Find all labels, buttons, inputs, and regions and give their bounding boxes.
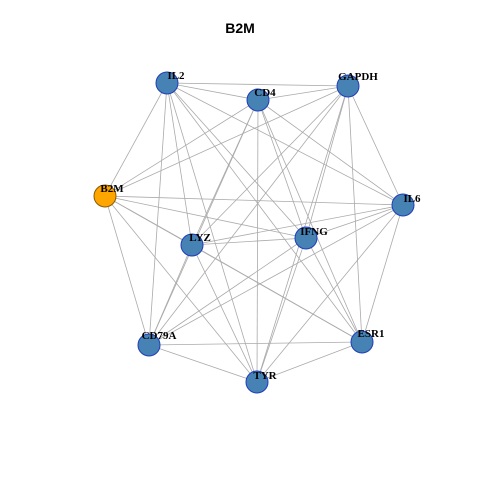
edge-cd4-b2m <box>104 99 259 197</box>
edge-b2m-ifng <box>104 195 307 239</box>
edge-cd4-esr1 <box>257 99 363 343</box>
edge-cd4-il6 <box>257 99 404 206</box>
node-cd4[interactable] <box>246 88 270 112</box>
edge-il2-lyz <box>166 82 193 246</box>
node-tyr[interactable] <box>245 370 269 394</box>
edge-esr1-tyr <box>256 341 363 383</box>
node-label-b2m: B2M <box>100 183 124 195</box>
edge-gapdh-lyz <box>191 85 349 246</box>
edge-il2-cd79a <box>148 82 168 346</box>
node-gapdh[interactable] <box>336 74 360 98</box>
edge-il2-ifng <box>166 82 307 239</box>
edge-lyz-esr1 <box>191 244 363 343</box>
edge-cd4-gapdh <box>257 85 349 101</box>
edge-il6-esr1 <box>361 204 404 343</box>
edge-il2-gapdh <box>166 82 349 87</box>
node-label-tyr: TYR <box>253 370 277 382</box>
edge-gapdh-ifng <box>305 85 349 239</box>
node-label-ifng: IFNG <box>300 226 328 238</box>
edge-b2m-cd79a <box>104 195 150 346</box>
edge-il6-lyz <box>191 204 404 246</box>
edge-il2-cd4 <box>166 82 259 101</box>
edge-cd79a-tyr <box>148 344 258 383</box>
edge-ifng-esr1 <box>305 237 363 343</box>
edge-lyz-tyr <box>191 244 258 383</box>
node-lyz[interactable] <box>180 233 204 257</box>
node-il2[interactable] <box>155 71 179 95</box>
edge-il2-esr1 <box>166 82 363 343</box>
node-label-il6: IL6 <box>403 193 421 205</box>
edge-ifng-tyr <box>256 237 307 383</box>
node-il6[interactable] <box>391 193 415 217</box>
edge-il6-ifng <box>305 204 404 239</box>
edge-il6-cd79a <box>148 204 404 346</box>
edge-il6-tyr <box>256 204 404 383</box>
node-b2m[interactable] <box>93 184 117 208</box>
edge-il2-b2m <box>104 82 168 197</box>
node-ifng[interactable] <box>294 226 318 250</box>
node-label-gapdh: GAPDH <box>338 71 378 83</box>
edge-cd4-ifng <box>257 99 307 239</box>
node-cd79a[interactable] <box>137 333 161 357</box>
edge-il2-tyr <box>166 82 258 383</box>
edge-il2-il6 <box>166 82 404 206</box>
edge-gapdh-b2m <box>104 85 349 197</box>
node-label-esr1: ESR1 <box>358 328 385 340</box>
graph-title: B2M <box>225 20 255 36</box>
edge-gapdh-il6 <box>347 85 404 206</box>
edge-b2m-il6 <box>104 195 404 206</box>
edge-ifng-cd79a <box>148 237 307 346</box>
edge-lyz-cd79a <box>148 244 193 346</box>
edge-cd4-cd79a <box>148 99 259 346</box>
node-esr1[interactable] <box>350 330 374 354</box>
edge-b2m-tyr <box>104 195 258 383</box>
node-label-cd4: CD4 <box>254 87 276 99</box>
edge-gapdh-cd79a <box>148 85 349 346</box>
edge-ifng-lyz <box>191 237 307 246</box>
node-label-il2: IL2 <box>167 70 185 82</box>
edge-cd79a-esr1 <box>148 341 363 346</box>
node-label-lyz: LYZ <box>189 232 211 244</box>
node-layer <box>93 71 415 394</box>
node-label-cd79a: CD79A <box>142 330 177 342</box>
edge-layer <box>104 82 404 383</box>
